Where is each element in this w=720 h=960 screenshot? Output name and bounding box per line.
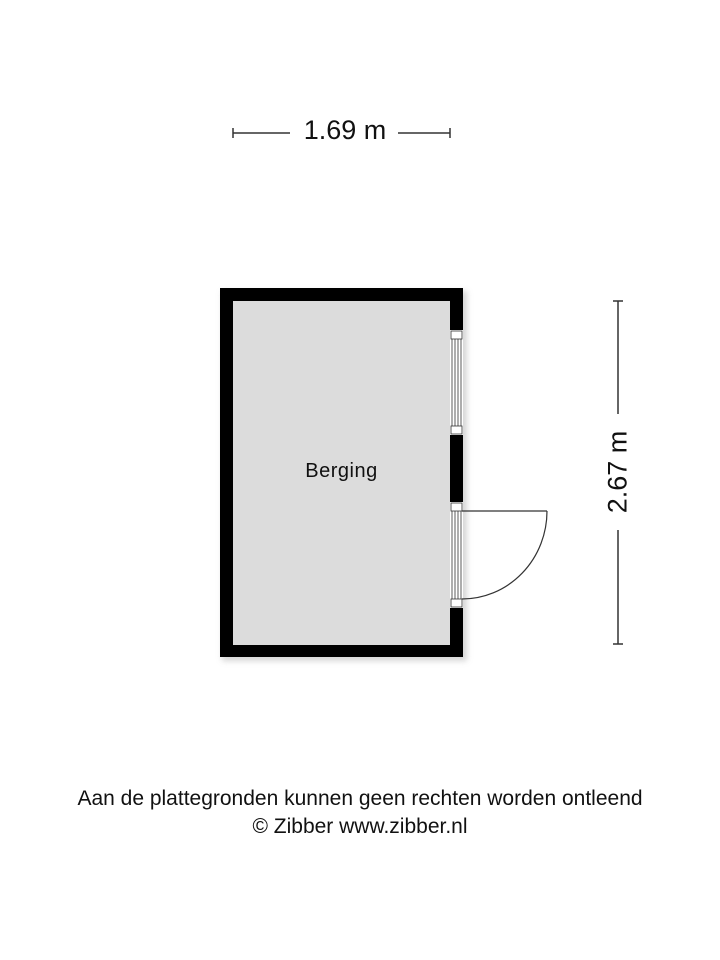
- room-berging: [220, 288, 463, 657]
- disclaimer-text: Aan de plattegronden kunnen geen rechten…: [77, 787, 643, 810]
- copyright-text: © Zibber www.zibber.nl: [252, 815, 468, 838]
- window: [450, 330, 463, 435]
- height-dimension-label: 2.67 m: [602, 430, 633, 514]
- door: [450, 502, 548, 608]
- width-dimension-line: [232, 128, 451, 138]
- height-dimension-line: [613, 300, 623, 645]
- width-dimension-label: 1.69 m: [303, 115, 387, 145]
- room-label: Berging: [305, 460, 378, 482]
